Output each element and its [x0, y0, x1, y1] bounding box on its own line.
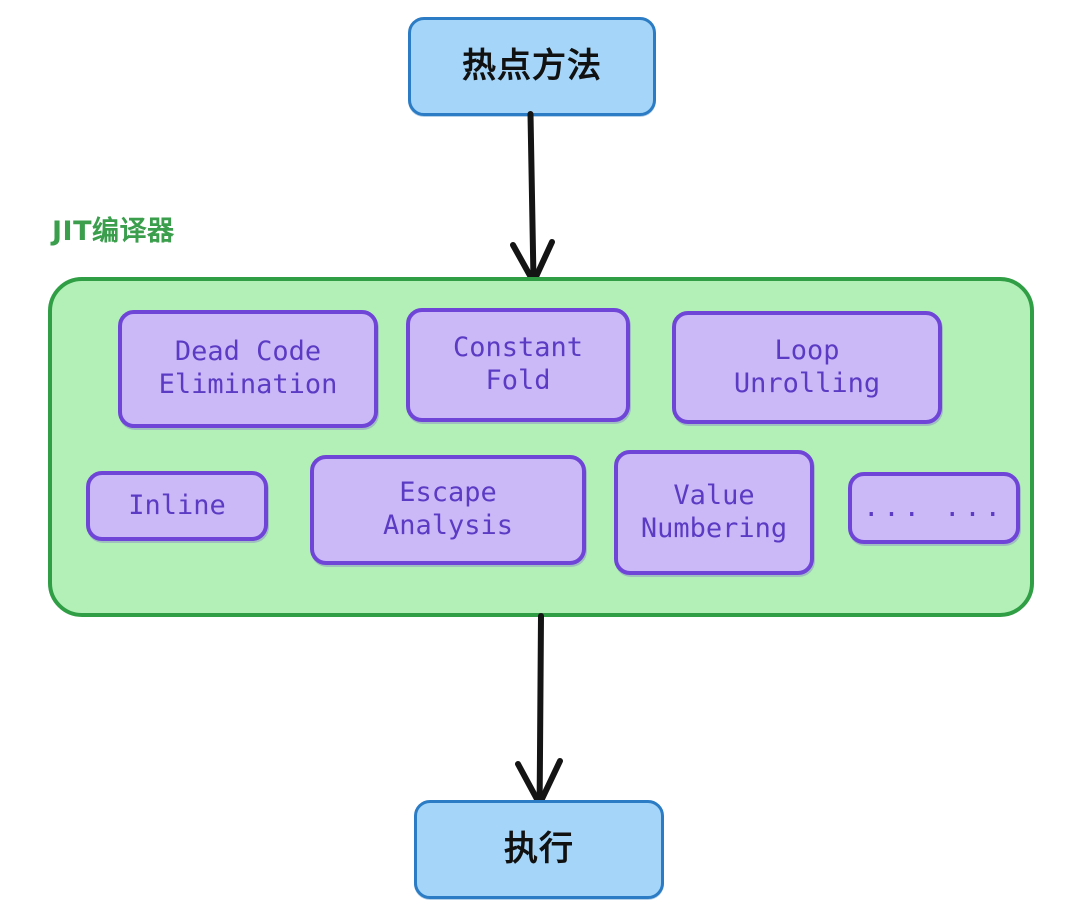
pass-escape-analysis-label: Escape Analysis	[382, 477, 514, 541]
pass-dead-code-elimination-label: Dead Code Elimination	[158, 336, 338, 400]
arrow-hot-method-to-jit	[510, 111, 555, 285]
pass-constant-fold[interactable]: Constant Fold	[406, 308, 630, 422]
pass-more-ellipsis-label: ... ...	[863, 491, 1005, 523]
pass-inline-label: Inline	[128, 489, 226, 521]
pass-value-numbering[interactable]: Value Numbering	[614, 450, 814, 575]
node-execute-label: 执行	[504, 828, 574, 869]
pass-value-numbering-label: Value Numbering	[640, 479, 788, 544]
pass-loop-unrolling[interactable]: Loop Unrolling	[672, 311, 942, 424]
container-label-jit-compiler: JIT编译器	[52, 216, 175, 247]
pass-more-ellipsis[interactable]: ... ...	[848, 472, 1020, 544]
pass-loop-unrolling-label: Loop Unrolling	[733, 334, 881, 399]
node-hot-method[interactable]: 热点方法	[408, 17, 656, 116]
pass-inline[interactable]: Inline	[86, 471, 268, 541]
pass-escape-analysis[interactable]: Escape Analysis	[310, 455, 586, 565]
arrow-jit-to-execute	[515, 613, 563, 807]
pass-constant-fold-label: Constant Fold	[452, 332, 584, 396]
node-hot-method-label: 热点方法	[462, 45, 602, 86]
pass-dead-code-elimination[interactable]: Dead Code Elimination	[118, 310, 378, 428]
node-execute[interactable]: 执行	[414, 800, 664, 899]
